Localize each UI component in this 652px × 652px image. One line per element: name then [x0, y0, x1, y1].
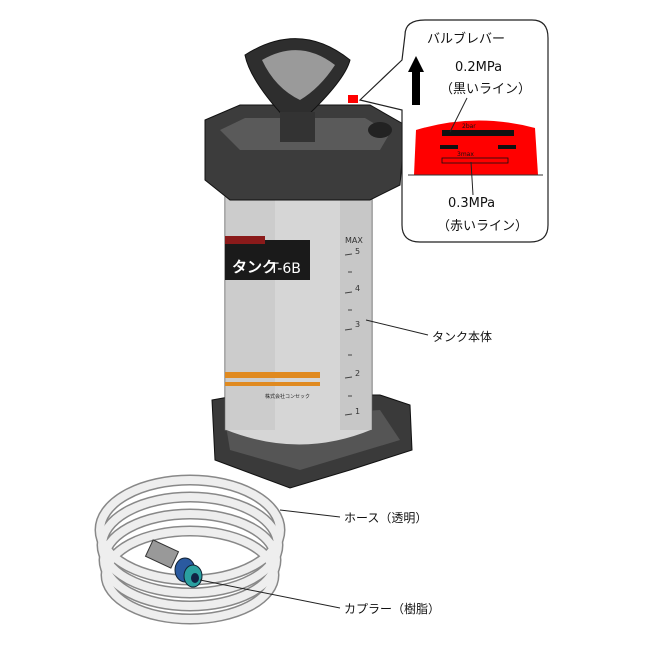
up-arrow-icon: [408, 56, 424, 105]
lever-mark-2bar: 2bar: [462, 123, 476, 130]
scale-mark: 1: [355, 407, 360, 416]
tank-body: タンク T-6B 株式会社コンセック: [224, 189, 373, 446]
valve-lever-callout: バルブレバー 0.2MPa （黒いライン） 2bar 3max 0.3MPa （…: [358, 19, 549, 243]
red-line-pressure: 0.3MPa: [448, 196, 495, 211]
hose: [94, 474, 286, 625]
tank-product-label: タンク: [232, 258, 277, 276]
valve-lever: [348, 95, 358, 103]
tank-name-plate: [225, 240, 310, 280]
maker-name: 株式会社コンセック: [265, 393, 310, 400]
tank-model: T-6B: [269, 261, 301, 277]
leader-line: [365, 319, 429, 336]
scale-mark: 2: [355, 369, 360, 378]
leader-line: [199, 579, 341, 609]
label-hose: ホース（透明）: [344, 511, 427, 525]
red-line-label: （赤いライン）: [437, 219, 528, 234]
black-line-label: （黒いライン）: [440, 82, 531, 97]
coupler: [144, 539, 203, 588]
scale-max: MAX: [345, 236, 363, 245]
volume-scale: MAX 5 4 3 2 1: [344, 236, 363, 416]
callout-title: バルブレバー: [427, 31, 505, 47]
tank-handle: [244, 38, 351, 142]
lever-mark-3max: 3max: [457, 151, 474, 158]
scale-mark: 4: [355, 284, 360, 293]
black-line-pressure: 0.2MPa: [455, 60, 502, 75]
label-tank-body: タンク本体: [432, 330, 492, 344]
lever-illustration: [414, 120, 538, 175]
leader-line: [279, 509, 341, 518]
scale-mark: 5: [355, 247, 360, 256]
label-coupler: カプラー（樹脂）: [344, 601, 440, 616]
scale-mark: 3: [355, 320, 360, 329]
